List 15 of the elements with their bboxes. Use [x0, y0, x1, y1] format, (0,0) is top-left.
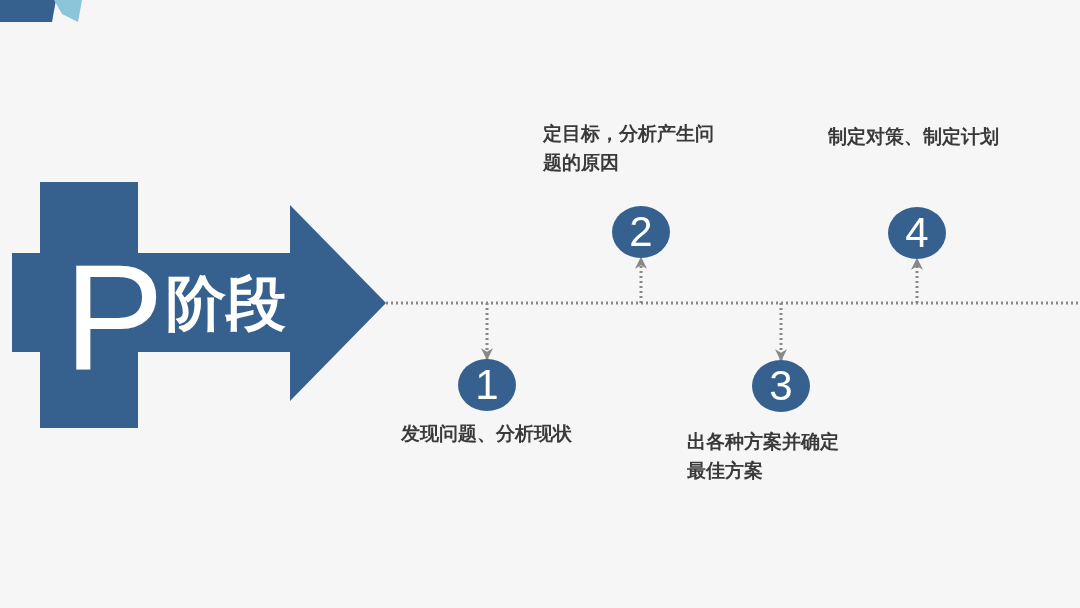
stage-letter: P	[64, 242, 165, 392]
timeline-line	[386, 301, 1080, 305]
step-number-circle: 4	[888, 207, 946, 259]
step-description: 定目标，分析产生问题的原因	[543, 121, 715, 176]
arrow	[775, 303, 787, 362]
stage-title: 阶段	[166, 270, 286, 336]
step-description: 出各种方案并确定最佳方案	[687, 429, 840, 484]
arrow	[481, 303, 493, 361]
arrow	[911, 257, 923, 303]
step-number-circle: 3	[752, 360, 810, 412]
step-description: 发现问题、分析现状	[401, 421, 573, 446]
step-number-circle: 1	[458, 359, 516, 411]
step-number-circle: 2	[612, 206, 670, 258]
arrow	[635, 256, 647, 303]
step-description: 制定对策、制定计划	[828, 124, 1000, 149]
